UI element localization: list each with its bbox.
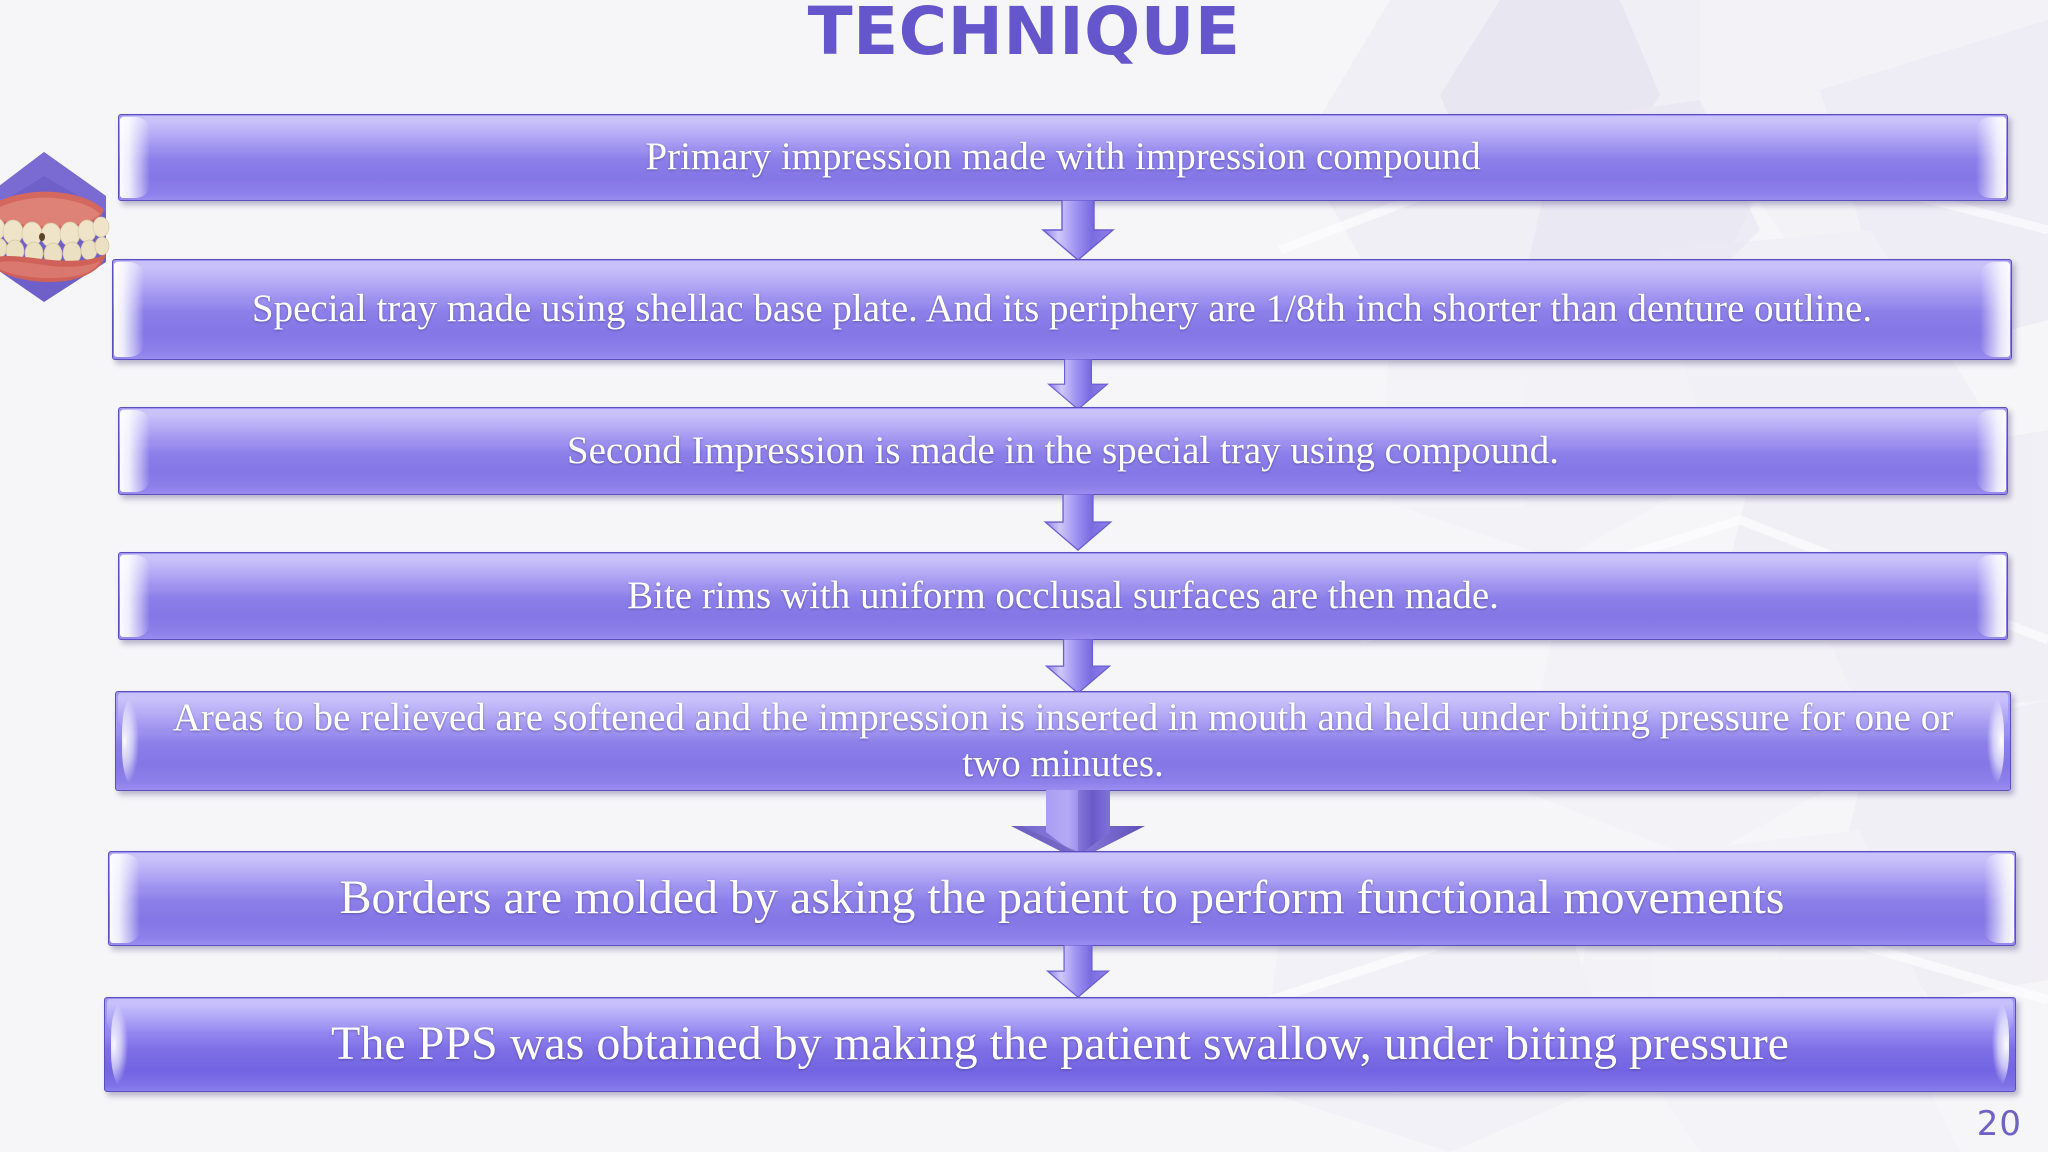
flow-step-6-label: Borders are molded by asking the patient…: [339, 871, 1785, 925]
bevel-right: [1976, 555, 2006, 637]
flow-step-3-label: Second Impression is made in the special…: [566, 428, 1560, 472]
flow-step-1-label: Primary impression made with impression …: [645, 135, 1481, 179]
down-arrow-icon-6: [1045, 945, 1111, 999]
flow-step-2-label: Special tray made using shellac base pla…: [251, 287, 1873, 331]
flow-step-3[interactable]: Second Impression is made in the special…: [118, 407, 2008, 495]
bevel-right: [1976, 117, 2006, 198]
bevel-right: [1983, 1000, 2009, 1089]
page-number: 20: [1976, 1104, 2022, 1144]
flow-step-7-label: The PPS was obtained by making the patie…: [331, 1017, 1789, 1071]
page-title: TECHNIQUE: [807, 0, 1241, 70]
bevel-left: [110, 854, 140, 943]
flow-step-6[interactable]: Borders are molded by asking the patient…: [108, 851, 2016, 946]
bevel-right: [1984, 854, 2014, 943]
bevel-left: [120, 117, 150, 198]
flow-step-4[interactable]: Bite rims with uniform occlusal surfaces…: [118, 552, 2008, 640]
bevel-left: [120, 555, 150, 637]
flow-step-5-label: Areas to be relieved are softened and th…: [172, 695, 1954, 785]
flow-step-4-label: Bite rims with uniform occlusal surfaces…: [627, 573, 1499, 617]
bevel-right: [1980, 262, 2010, 357]
down-arrow-icon-3: [1043, 494, 1113, 551]
down-arrow-icon-4: [1044, 639, 1112, 695]
down-arrow-bold-icon-5: [1011, 790, 1145, 860]
down-arrow-icon-1: [1041, 200, 1115, 261]
bevel-right: [1976, 410, 2006, 492]
flow-step-1[interactable]: Primary impression made with impression …: [118, 114, 2008, 201]
flow-step-7[interactable]: The PPS was obtained by making the patie…: [104, 997, 2016, 1092]
flow-step-2[interactable]: Special tray made using shellac base pla…: [112, 259, 2012, 360]
flow-step-5[interactable]: Areas to be relieved are softened and th…: [115, 691, 2011, 791]
bevel-left: [120, 410, 150, 492]
bevel-left: [114, 262, 144, 357]
down-arrow-icon-2: [1047, 359, 1109, 411]
bevel-left: [111, 1000, 137, 1089]
